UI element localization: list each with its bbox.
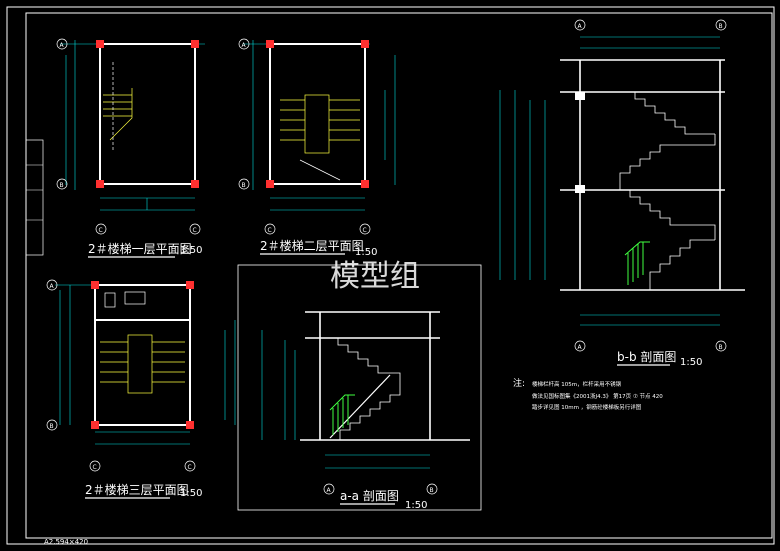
title-strip [25,139,44,256]
axis-bubble-c [95,223,107,235]
section-a-stairs [325,337,401,440]
axis-label: C [363,227,367,234]
section-b-b: A B A B b-b 剖面图 1:50 [499,19,745,368]
section-a-a: A B a-a 剖面图 1:50 [237,264,482,511]
plan2-columns [266,40,369,188]
section-a-dimensions [261,330,430,469]
axis-bubble-c [264,223,276,235]
plan3-columns [91,281,194,429]
section-a-railing [329,394,355,435]
axis-label: A [50,283,55,290]
notes-block: 注: 楼梯栏杆高 105m，栏杆采用不锈钢 做法见国标图集《2001浙J4.3》… [513,377,663,411]
plan3-walls [94,284,191,426]
axis-bubble-b [238,178,250,190]
notes-label: 注: [513,377,525,389]
axis-label: C [268,227,272,234]
plan1-scale: 1:50 [180,245,202,256]
plan1-title: 2＃楼梯一层平面图 [88,241,192,256]
sheet-size-label: A2.594×420 [44,538,88,546]
plan-second-floor: A B C C 2＃楼梯二层平面图 1:50 [238,38,396,258]
axis-label: B [430,487,434,494]
plan3-dimensions [55,284,236,445]
axis-label: C [188,464,192,471]
plan1-walls [99,43,196,185]
axis-label: C [99,227,103,234]
inner-frame [25,12,773,539]
axis-bubble-b [46,419,58,431]
axis-bubble-c [574,340,586,352]
axis-label: B [719,23,723,30]
plan3-toilet [104,291,146,308]
plan1-stair [103,62,133,150]
axis-bubble-b [715,19,727,31]
section-b-dimensions [499,36,720,326]
axis-label: C [193,227,197,234]
section-b-railing [624,241,650,285]
section-b-stairs [619,91,716,290]
axis-label: A [578,23,583,30]
plan2-title: 2＃楼梯二层平面图 [260,238,364,253]
sheet-border [6,6,775,545]
section-a-title: a-a 剖面图 [340,489,399,503]
section-b-beam [575,185,585,193]
axis-bubble-a [323,483,335,495]
axis-label: A [327,487,332,494]
axis-bubble-a [574,19,586,31]
axis-bubble-d [189,223,201,235]
section-b-scale: 1:50 [680,357,702,368]
title-strip-lines [26,164,43,221]
section-b-walls [560,59,745,291]
section-b-title: b-b 剖面图 [617,350,676,364]
axis-label: B [719,344,723,351]
plan3-stair [100,334,185,394]
section-b-beam [575,92,585,100]
plan-first-floor: A B C C 2＃楼梯一层平面图 1:50 [56,38,205,258]
plan3-title: 2＃楼梯三层平面图 [85,482,189,497]
plan3-scale: 1:50 [180,488,202,499]
notes-line-1: 楼梯栏杆高 105m，栏杆采用不锈钢 [532,380,622,388]
section-a-walls [300,311,470,441]
plan-third-floor: A B C C 2＃楼梯三层平面图 1:50 [46,279,236,499]
axis-label: B [50,423,54,430]
axis-bubble-d [359,223,371,235]
plan2-scale: 1:50 [355,247,377,258]
notes-line-2: 做法见国标图集《2001浙J4.3》 第17页 ⑦ 节点 420 [532,392,663,400]
watermark-text: 模型组 [330,259,420,294]
axis-bubble-a [238,38,250,50]
section-a-scale: 1:50 [405,500,427,511]
axis-label: B [242,182,246,189]
axis-label: A [578,344,583,351]
axis-bubble-b [56,178,68,190]
axis-bubble-c [89,460,101,472]
axis-bubble-a [56,38,68,50]
notes-line-3: 踏步详见图 10mm ，钢筋砼楼梯板另行详图 [532,403,642,411]
axis-bubble-b [426,483,438,495]
axis-label: A [242,42,247,49]
plan2-walls [269,43,366,185]
section-a-frame [237,264,482,511]
axis-bubble-d [184,460,196,472]
axis-label: C [93,464,97,471]
axis-label: B [60,182,64,189]
axis-bubble-d [715,340,727,352]
plan1-columns [96,40,199,188]
axis-label: A [60,42,65,49]
axis-bubble-a [46,279,58,291]
plan2-stair [280,94,360,181]
